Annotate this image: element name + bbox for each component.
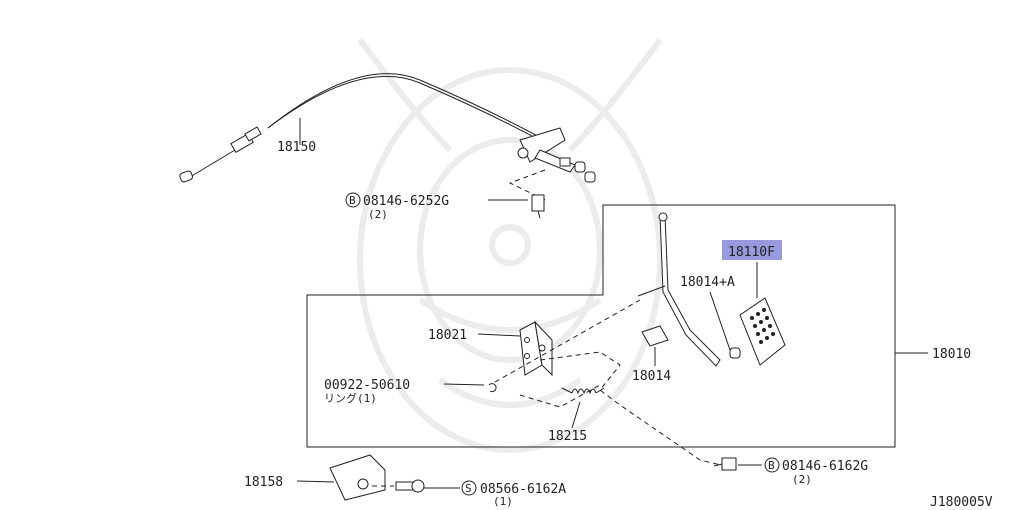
label-18215: 18215 — [548, 429, 587, 444]
screw-marker-circle — [461, 480, 477, 496]
bolt-marker-b-circle — [345, 192, 361, 208]
lower-bolt — [713, 457, 737, 471]
label-18021: 18021 — [428, 328, 467, 343]
label-18110F: 18110F — [728, 245, 775, 260]
label-08146-6252G: 08146-6252G — [363, 194, 449, 209]
return-spring — [561, 387, 605, 395]
ring-note: リング(1) — [324, 391, 377, 405]
qty-08146-6162G: (2) — [792, 473, 812, 486]
bolt-lower-marker-circle — [764, 457, 780, 473]
label-18010: 18010 — [932, 347, 971, 362]
label-18014: 18014 — [632, 369, 671, 384]
qty-08566-6162A: (1) — [493, 495, 513, 508]
diagram-code: J180005V — [930, 495, 993, 510]
label-00922-50610: 00922-50610 — [324, 378, 410, 393]
label-08146-6162G: 08146-6162G — [782, 459, 868, 474]
label-08566-6162A: 08566-6162A — [480, 482, 566, 497]
qty-08146-6252G: (2) — [368, 208, 388, 221]
bolt-lower-marker: B — [768, 459, 775, 472]
accelerator-cable — [179, 73, 596, 183]
pedal-stopper — [329, 454, 425, 501]
screw-marker: S — [465, 482, 472, 495]
pedal-arm — [637, 212, 741, 367]
label-18150: 18150 — [277, 140, 316, 155]
ring-clip — [488, 383, 497, 393]
upper-bolt — [508, 169, 546, 219]
label-18158: 18158 — [244, 475, 283, 490]
assembly-frame — [306, 204, 896, 448]
bolt-upper-marker: B — [349, 194, 356, 207]
pedal-pad — [739, 297, 786, 366]
watermark-emblem — [357, 38, 663, 453]
pedal-bracket — [519, 320, 553, 377]
pad-highlight — [722, 240, 782, 260]
label-18014A: 18014+A — [680, 275, 735, 290]
bushing — [641, 325, 669, 347]
